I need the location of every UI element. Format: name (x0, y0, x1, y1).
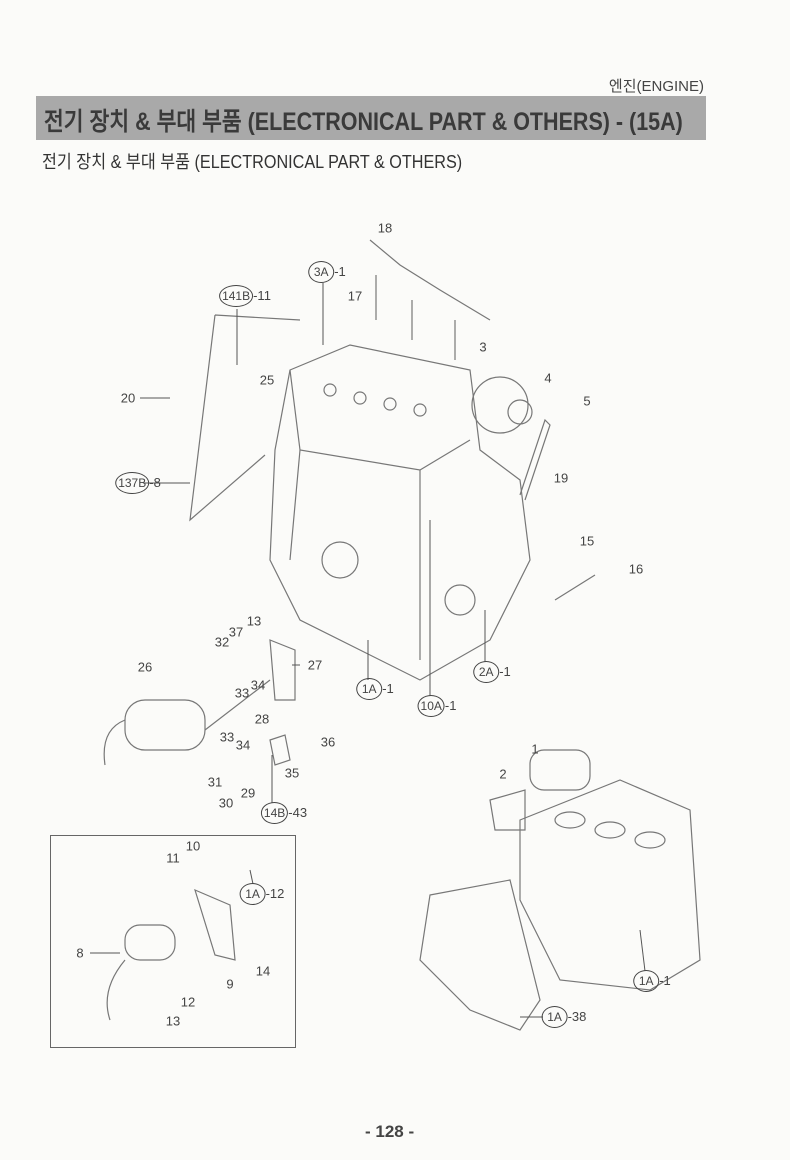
ref-suffix: -8 (149, 475, 161, 490)
callout-3: 3 (479, 339, 487, 355)
callout-8: 8 (76, 945, 84, 961)
ref-circle: 2A (473, 661, 500, 683)
callout-20: 20 (120, 390, 136, 406)
ref-circle: 3A (308, 261, 335, 283)
callout-9: 9 (226, 976, 234, 992)
callout-37: 37 (228, 624, 244, 640)
inset-drawing (106, 888, 236, 1021)
engine-block-drawing (269, 344, 531, 681)
callout-13: 13 (246, 613, 262, 629)
solenoid-drawing (103, 679, 271, 766)
ref-suffix: -1 (444, 698, 457, 713)
bracket-drawing (269, 639, 296, 766)
callout-30: 30 (218, 795, 234, 811)
harness-drawing (189, 314, 301, 522)
callout-12: 12 (180, 994, 196, 1010)
ref-suffix: -1 (334, 264, 346, 279)
callout-17: 17 (347, 288, 363, 304)
page-title: 전기 장치 & 부대 부품 (ELECTRONICAL PART & OTHER… (44, 108, 683, 136)
ref-circle: 1A (356, 678, 383, 700)
callout-35: 35 (284, 765, 300, 781)
ref-circle: 1A (633, 970, 660, 992)
ref-suffix: -43 (288, 805, 308, 820)
callout-14b-43: 14B-43 (260, 802, 308, 824)
callout-31: 31 (207, 774, 223, 790)
callout-10: 10 (185, 838, 201, 854)
title-banner: 전기 장치 & 부대 부품 (ELECTRONICAL PART & OTHER… (36, 96, 706, 140)
callout-26: 26 (137, 659, 153, 675)
callout-33b: 33 (219, 729, 235, 745)
lower-engine-drawing (419, 749, 701, 1031)
ref-circle: 10A (417, 695, 445, 717)
callout-16: 16 (628, 561, 644, 577)
callout-141b-11: 141B-11 (219, 285, 271, 307)
callout-2a-1: 2A-1 (473, 661, 511, 683)
callout-28: 28 (254, 711, 270, 727)
ref-suffix: -1 (499, 664, 511, 679)
ref-suffix: -1 (382, 681, 394, 696)
callout-34: 34 (250, 677, 266, 693)
callout-3a-1: 3A-1 (308, 261, 346, 283)
callout-1a-38: 1A-38 (541, 1006, 587, 1028)
callout-5: 5 (583, 393, 591, 409)
ref-circle: 1A (239, 883, 266, 905)
callout-36: 36 (320, 734, 336, 750)
callout-27: 27 (307, 657, 323, 673)
callout-1a-1: 1A-1 (356, 678, 394, 700)
callout-25: 25 (259, 372, 275, 388)
ref-suffix: -11 (253, 288, 271, 303)
callout-14: 14 (255, 963, 271, 979)
callout-1a-1b: 1A-1 (633, 970, 671, 992)
callout-29: 29 (240, 785, 256, 801)
callout-1: 1 (531, 741, 539, 757)
callout-1a-12: 1A-12 (239, 883, 285, 905)
ref-circle: 1A (541, 1006, 568, 1028)
callout-10a-1: 10A-1 (417, 695, 457, 717)
ref-circle: 141B (219, 285, 254, 307)
callout-34b: 34 (235, 737, 251, 753)
ref-circle: 14B (260, 802, 289, 824)
callout-11: 11 (166, 850, 180, 866)
callout-2: 2 (499, 766, 507, 782)
page-number: - 128 - (365, 1122, 415, 1141)
ref-circle: 137B (115, 472, 150, 494)
belt-adjust-drawing (519, 418, 596, 601)
section-label: 엔진(ENGINE) (608, 78, 704, 95)
callout-18: 18 (377, 220, 393, 236)
callout-4: 4 (544, 370, 552, 386)
callout-13b: 13 (165, 1013, 181, 1029)
glow-plugs-drawing (369, 239, 491, 360)
callout-33: 33 (234, 685, 250, 701)
callout-32: 32 (214, 634, 230, 650)
callout-19: 19 (553, 470, 569, 486)
ref-suffix: -12 (265, 886, 285, 901)
callout-15: 15 (579, 533, 595, 549)
ref-suffix: -1 (659, 973, 671, 988)
ref-suffix: -38 (567, 1009, 587, 1024)
callout-137b-8: 137B-8 (115, 472, 161, 494)
diagram-subtitle: 전기 장치 & 부대 부품 (ELECTRONICAL PART & OTHER… (42, 152, 463, 172)
alternator-drawing (471, 376, 533, 434)
inset-detail-box (50, 835, 296, 1048)
